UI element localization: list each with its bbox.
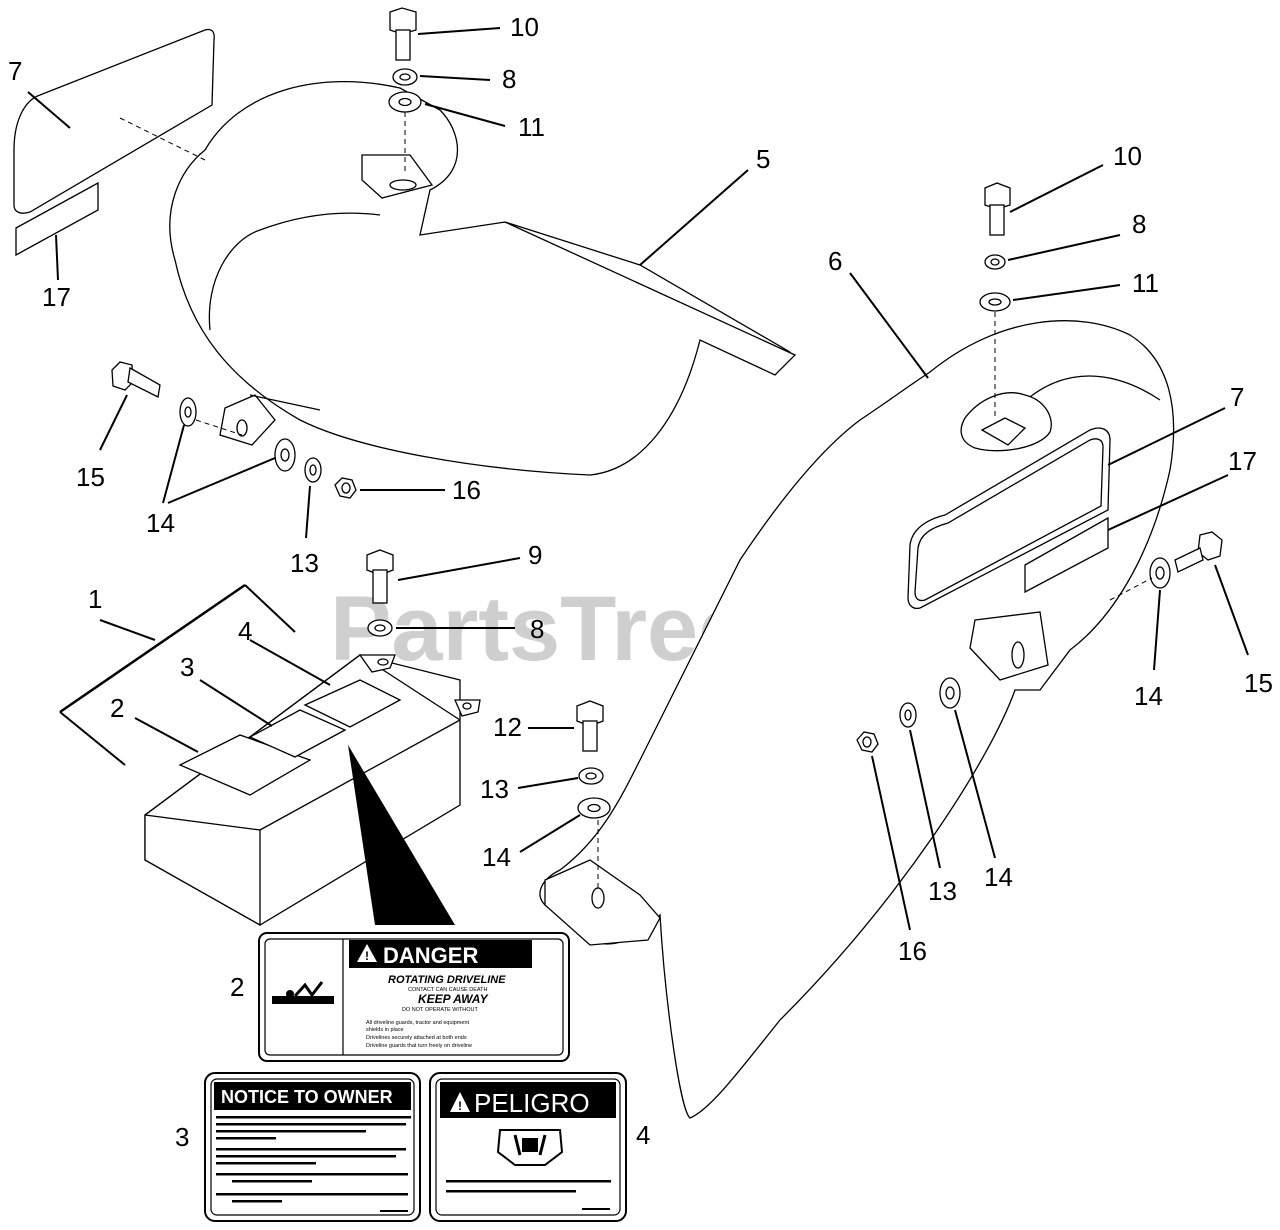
decal-callout-3: 3 [175,1122,189,1152]
callout-6: 6 [828,246,842,276]
callout-17: 17 [42,282,71,312]
callout-14: 14 [482,842,511,872]
callout-15: 15 [76,462,105,492]
callout-10: 10 [1113,141,1142,171]
decal-pointer [348,745,455,925]
driveline-pictogram [272,981,334,1004]
decal-callout-4: 4 [636,1120,650,1150]
hardware [111,7,1223,819]
danger-title: DANGER [383,943,478,968]
callout-8: 8 [1132,209,1146,239]
callout-5: 5 [756,144,770,174]
callout-14: 14 [1134,681,1163,711]
notice-body-lines [216,1116,411,1212]
callout-13: 13 [290,548,319,578]
decal-peligro: ! PELIGRO [429,1072,627,1222]
guard-part-1 [144,654,481,927]
shield-part-6 [539,320,1175,1119]
decal-part-7-left [13,28,215,257]
callout-11: 11 [1132,268,1159,298]
decal-callout-2: 2 [230,972,244,1002]
peligro-pictogram [496,1129,564,1166]
shield-part-5 [169,81,797,476]
danger-line2: CONTACT CAN CAUSE DEATH [408,987,487,993]
danger-line3: KEEP AWAY [418,992,489,1006]
callout-16: 16 [898,936,927,966]
danger-bullet3: Driveline guards that turn freely on dri… [366,1043,472,1049]
callout-16: 16 [452,475,481,505]
callout-17: 17 [1228,446,1257,476]
danger-bullet1: All driveline guards, tractor and equipm… [366,1020,470,1026]
callout-11: 11 [518,112,545,142]
callout-13: 13 [480,774,509,804]
callout-10: 10 [510,12,539,42]
leader-lines [27,27,1249,931]
callout-1: 1 [88,584,102,614]
callout-15: 15 [1244,668,1273,698]
callout-9: 9 [528,540,542,570]
decal-notice-to-owner: NOTICE TO OWNER [204,1072,421,1222]
callout-8: 8 [530,614,544,644]
peligro-body-lines [446,1180,611,1210]
callout-13: 13 [928,876,957,906]
callout-4: 4 [238,616,252,646]
callout-7: 7 [1230,382,1244,412]
notice-title: NOTICE TO OWNER [221,1087,393,1107]
decal-danger: ! DANGER ROTATING DRIVELINE CONTACT CAN … [258,932,570,1062]
danger-line1: ROTATING DRIVELINE [388,974,506,986]
callout-14: 14 [146,508,175,538]
peligro-title: PELIGRO [474,1088,590,1118]
callout-2: 2 [110,693,124,723]
callout-14: 14 [984,862,1013,892]
svg-text:!: ! [365,949,369,963]
callout-3: 3 [180,652,194,682]
danger-bullet2: Drivelines securely attached at both end… [366,1035,467,1041]
callout-8: 8 [502,64,516,94]
svg-text:!: ! [458,1099,462,1113]
danger-line4: DO NOT OPERATE WITHOUT [402,1007,479,1013]
callout-numbers: 10 8 11 5 7 17 10 8 11 6 7 17 15 14 13 1… [8,12,1273,1152]
callout-12: 12 [493,712,522,742]
callout-7: 7 [8,56,22,86]
danger-bullet1b: shields in place [366,1027,404,1033]
